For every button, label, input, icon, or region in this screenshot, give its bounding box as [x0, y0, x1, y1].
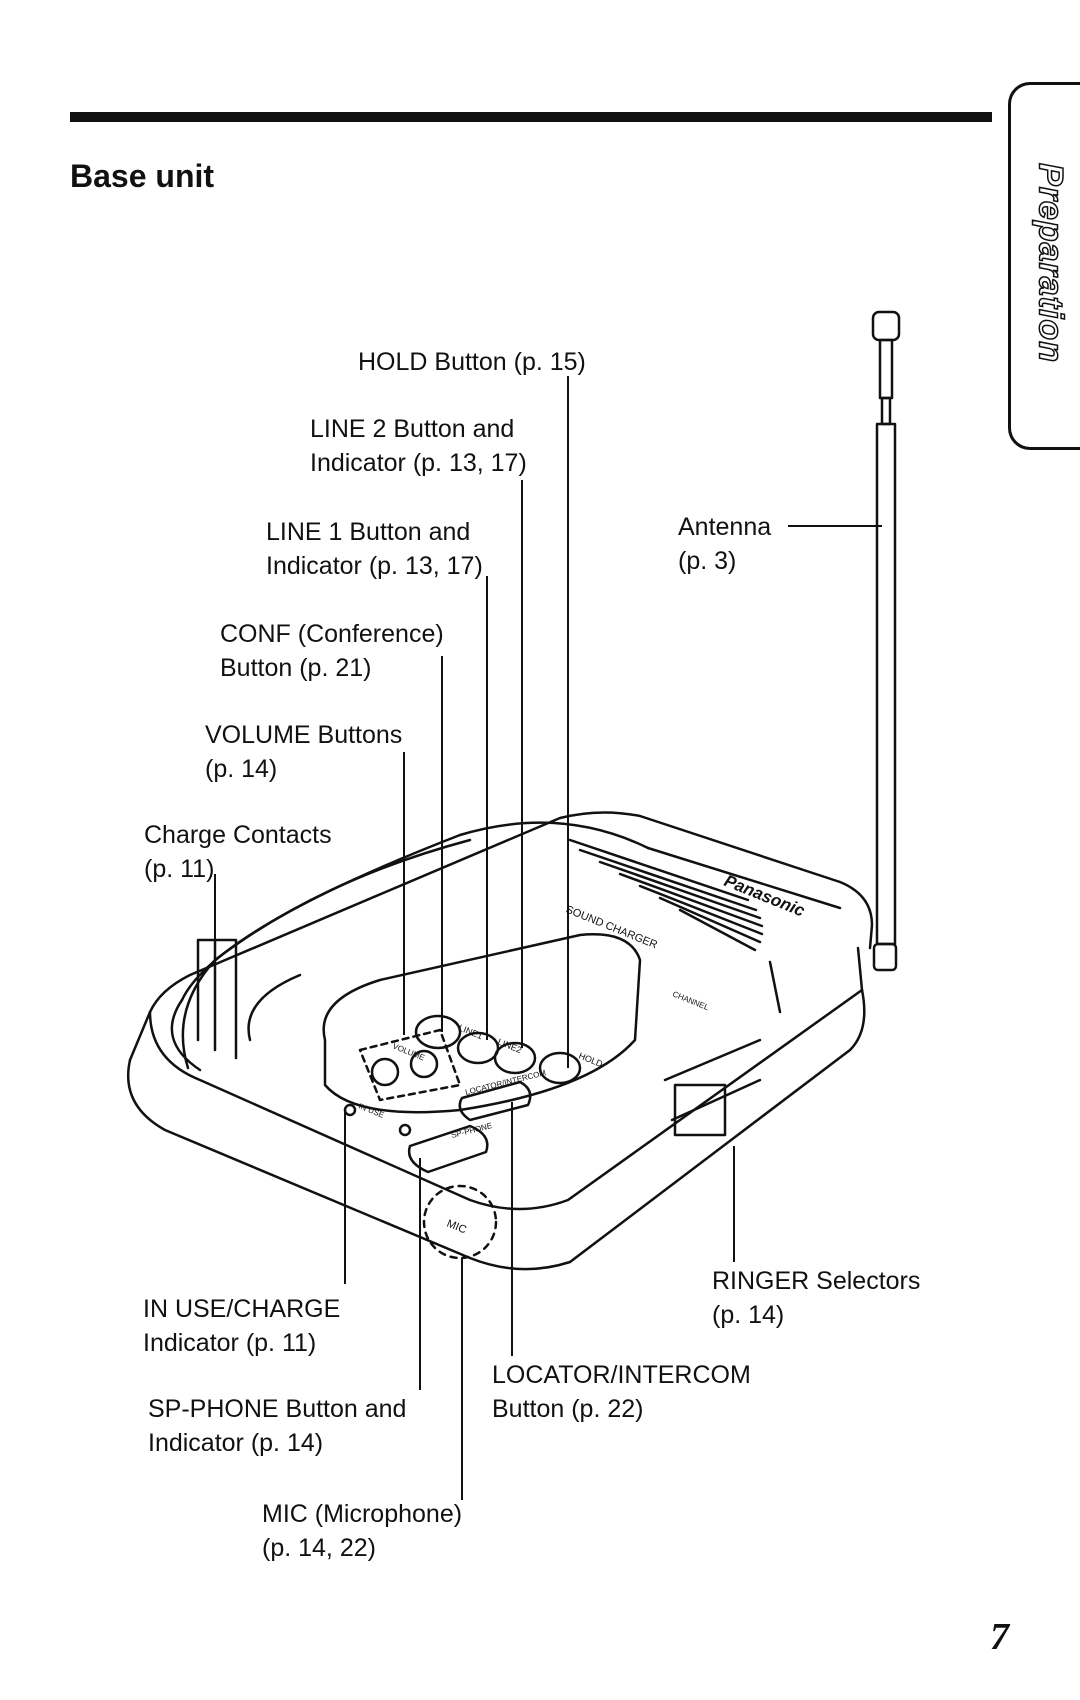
line1-label: LINE 1 Button and Indicator (p. 13, 17): [266, 515, 483, 583]
device-hold-text: HOLD: [577, 1051, 604, 1070]
conf-label: CONF (Conference) Button (p. 21): [220, 617, 444, 685]
device-sp-phone-text: SP-PHONE: [450, 1121, 493, 1140]
line1-label-line-2: Indicator (p. 13, 17): [266, 552, 483, 580]
mic-label-line-2: (p. 14, 22): [262, 1534, 376, 1562]
volume-label-line-1: VOLUME Buttons: [205, 721, 403, 749]
locator-label-line-2: Button (p. 22): [492, 1395, 644, 1423]
antenna: [871, 310, 901, 972]
in-use-label-line-1: IN USE/CHARGE: [143, 1295, 341, 1323]
locator-label: LOCATOR/INTERCOM Button (p. 22): [492, 1358, 751, 1426]
volume-label: VOLUME Buttons (p. 14): [205, 718, 402, 786]
section-title: Base unit: [70, 158, 215, 194]
hold-label: HOLD Button (p. 15): [358, 345, 586, 379]
mic-label: MIC (Microphone) (p. 14, 22): [262, 1497, 462, 1565]
base-body: [126, 811, 874, 1271]
conf-label-line-2: Button (p. 21): [220, 654, 372, 682]
line2-label: LINE 2 Button and Indicator (p. 13, 17): [310, 412, 527, 480]
in-use-label-line-2: Indicator (p. 11): [143, 1329, 317, 1357]
device-mic-text: MIC: [445, 1218, 468, 1237]
locator-label-line-1: LOCATOR/INTERCOM: [492, 1361, 751, 1389]
device-line2-text: LINE2: [496, 1037, 523, 1056]
antenna-label: Antenna (p. 3): [678, 510, 771, 578]
sp-phone-label-line-2: Indicator (p. 14): [148, 1429, 324, 1457]
in-use-label: IN USE/CHARGE Indicator (p. 11): [143, 1292, 340, 1360]
antenna-label-line-2: (p. 3): [678, 547, 737, 575]
header-rule: [70, 112, 992, 122]
section-tab: [1008, 82, 1080, 450]
antenna-label-line-1: Antenna: [678, 513, 772, 541]
sp-phone-label: SP-PHONE Button and Indicator (p. 14): [148, 1392, 406, 1460]
line2-label-line-2: Indicator (p. 13, 17): [310, 449, 527, 477]
hold-label-line-1: HOLD Button (p. 15): [358, 348, 586, 376]
ringer-label: RINGER Selectors (p. 14): [712, 1264, 920, 1332]
page-number: 7: [990, 1616, 1009, 1658]
charge-contacts-label-line-1: Charge Contacts: [144, 821, 332, 849]
ringer-label-line-1: RINGER Selectors: [712, 1267, 921, 1295]
ringer-label-line-2: (p. 14): [712, 1301, 785, 1329]
line1-label-line-1: LINE 1 Button and: [266, 518, 471, 546]
charge-contacts-label: Charge Contacts (p. 11): [144, 818, 332, 886]
device-channel-text: CHANNEL: [671, 990, 710, 1013]
conf-label-line-1: CONF (Conference): [220, 620, 444, 648]
sp-phone-label-line-1: SP-PHONE Button and: [148, 1395, 407, 1423]
device-volume-text: VOLUME: [391, 1042, 426, 1063]
volume-label-line-2: (p. 14): [205, 755, 278, 783]
charge-contacts-label-line-2: (p. 11): [144, 855, 215, 883]
device-sound-charger-text: SOUND CHARGER: [564, 904, 659, 952]
device-in-use-text: IN USE: [357, 1102, 385, 1120]
line2-label-line-1: LINE 2 Button and: [310, 415, 515, 443]
mic-label-line-1: MIC (Microphone): [262, 1500, 463, 1528]
